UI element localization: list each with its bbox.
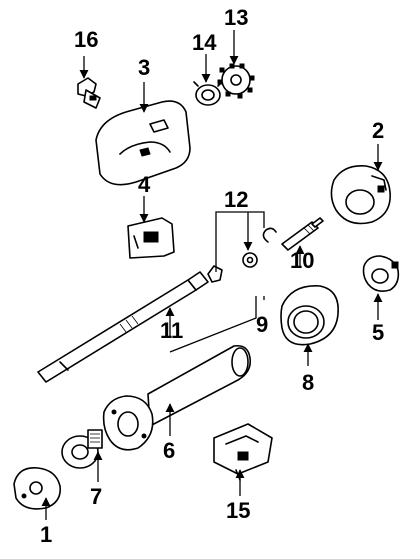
label-5: 5 bbox=[372, 320, 384, 345]
label-11: 11 bbox=[160, 318, 183, 343]
label-3: 3 bbox=[138, 55, 150, 80]
part-10-upper-shaft bbox=[281, 217, 324, 251]
label-10: 10 bbox=[290, 248, 314, 273]
part-7-actuator bbox=[61, 429, 103, 469]
label-2: 2 bbox=[372, 118, 384, 143]
label-1: 1 bbox=[40, 522, 52, 547]
label-13: 13 bbox=[224, 5, 248, 30]
label-7: 7 bbox=[90, 484, 102, 509]
label-6: 6 bbox=[163, 438, 175, 463]
part-15-switch bbox=[213, 423, 273, 481]
part-14-switch-housing bbox=[193, 81, 223, 106]
label-16: 16 bbox=[74, 27, 98, 52]
part-8-bearing bbox=[280, 285, 339, 346]
part-2-tilt-housing bbox=[330, 164, 391, 225]
label-14: 14 bbox=[192, 30, 217, 55]
part-1-bracket bbox=[13, 467, 62, 510]
label-8: 8 bbox=[302, 370, 314, 395]
label-15: 15 bbox=[226, 498, 250, 523]
label-12: 12 bbox=[224, 187, 248, 212]
label-4: 4 bbox=[138, 172, 151, 197]
part-13-gear-washer bbox=[217, 63, 255, 99]
leader-lines bbox=[41, 30, 383, 520]
part-5-lock-housing bbox=[362, 255, 400, 292]
label-9: 9 bbox=[256, 312, 268, 337]
part-3-column-cover bbox=[95, 100, 191, 186]
part-16-lock-cylinder bbox=[77, 77, 101, 109]
part-11-lower-shaft bbox=[37, 271, 209, 383]
part-4-switch-bracket bbox=[127, 217, 175, 259]
callout-labels: 16 3 14 13 2 4 12 10 5 9 11 8 6 7 15 1 bbox=[40, 5, 384, 547]
